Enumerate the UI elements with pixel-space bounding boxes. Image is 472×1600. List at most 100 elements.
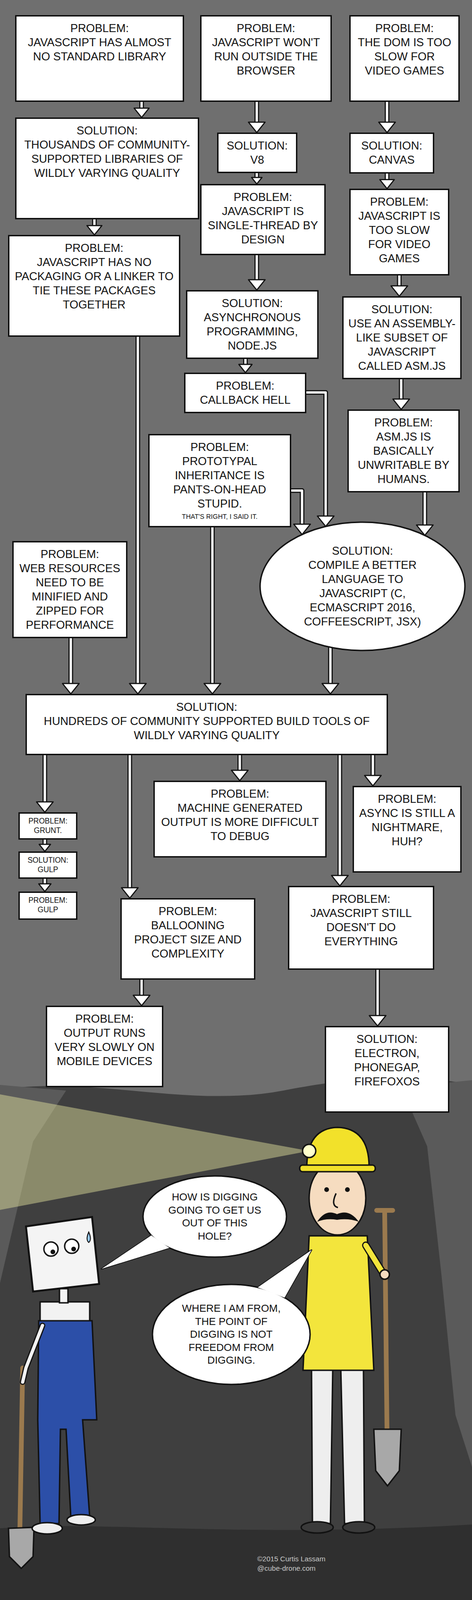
arrow-heads	[379, 179, 395, 189]
flow-arrow	[248, 255, 265, 291]
arrow-fill	[371, 755, 375, 777]
box-heading: PROBLEM:	[154, 440, 286, 455]
box-heading: SOLUTION:	[192, 296, 313, 311]
box-heading: SOLUTION:	[289, 544, 436, 559]
arrow-shaft	[137, 337, 139, 685]
arrow-outline	[422, 492, 428, 527]
box-heading: PROBLEM:	[18, 547, 122, 562]
box-heading: PROBLEM:	[51, 1012, 158, 1027]
arrow-fill	[128, 755, 132, 890]
arrow-heads	[331, 876, 348, 887]
arrow-outline	[68, 638, 74, 685]
arrow-head	[378, 122, 396, 133]
arrow-heads	[238, 364, 253, 373]
box-heading: SOLUTION:	[223, 138, 292, 153]
box-text: THAT'S RIGHT, I SAID IT.	[154, 513, 286, 522]
arm	[22, 1326, 43, 1383]
arm	[22, 1326, 43, 1383]
process-box: PROBLEM:OUTPUT RUNS VERY SLOWLY ON MOBIL…	[45, 1006, 164, 1088]
box-text: GULP	[22, 865, 74, 876]
process-box: SOLUTION:GULP	[18, 851, 78, 880]
arrow-fill	[386, 101, 389, 124]
arrow-head	[203, 683, 221, 695]
process-box: PROBLEM:THE DOM IS TOO SLOW FOR VIDEO GA…	[349, 15, 460, 102]
sweater	[303, 1236, 374, 1372]
process-box: SOLUTION:V8	[217, 132, 298, 174]
arrow-head	[134, 108, 150, 118]
arrow-head	[121, 888, 138, 899]
process-box: PROBLEM:CALLBACK HELL	[184, 372, 307, 414]
text-wrap: WHERE I AM FROM, THE POINT OF DIGGING IS…	[174, 1302, 288, 1368]
box-text: WHERE I AM FROM, THE POINT OF DIGGING IS…	[174, 1302, 288, 1368]
box-text: CALLBACK HELL	[190, 393, 301, 408]
arrow-fill	[69, 638, 73, 685]
arrow-heads	[231, 770, 248, 782]
arrow-heads	[39, 844, 51, 852]
process-box: PROBLEM:ASM.JS IS BASICALLY UNWRITABLE B…	[347, 409, 460, 493]
box-text: ELECTRON, PHONEGAP, FIREFOXOS	[330, 1046, 444, 1090]
box-text: COMPILE A BETTER LANGUAGE TO JAVASCRIPT …	[289, 558, 436, 630]
process-box: PROBLEM:PROTOTYPAL INHERITANCE IS PANTS-…	[148, 434, 292, 528]
eye	[345, 1188, 350, 1193]
ellipse-shape	[260, 522, 465, 651]
arrow-shaft	[330, 647, 331, 685]
arrow-shaft	[44, 755, 46, 804]
speech-bubble: WHERE I AM FROM, THE POINT OF DIGGING IS…	[151, 1283, 312, 1387]
arrow-head	[38, 884, 51, 893]
process-box: SOLUTION:CANVAS	[349, 132, 435, 174]
arrow-fill	[329, 647, 332, 685]
box-text: BALLOONING PROJECT SIZE AND COMPLEXITY	[126, 918, 250, 962]
leg	[340, 1368, 365, 1525]
arrow-outline	[42, 755, 48, 804]
process-box: SOLUTION:THOUSANDS OF COMMUNITY-SUPPORTE…	[15, 117, 200, 220]
box-text: GULP	[22, 905, 74, 916]
box-text: PROTOTYPAL INHERITANCE IS PANTS-ON-HEAD …	[154, 454, 286, 512]
arrow-fill	[43, 755, 47, 804]
mustache	[317, 1213, 359, 1223]
flow-arrow	[134, 101, 150, 118]
bubble-tail-fill	[101, 1236, 170, 1270]
hand	[379, 1270, 390, 1281]
pupil	[71, 1247, 76, 1253]
process-box: PROBLEM:BALLOONING PROJECT SIZE AND COMP…	[120, 898, 256, 981]
arrow-heads	[390, 286, 408, 297]
arrow-outline	[328, 647, 333, 685]
eye	[64, 1239, 79, 1255]
bubble-outline	[141, 1175, 288, 1260]
arrow-head	[251, 177, 262, 185]
arrow-fill	[291, 490, 303, 526]
flow-arrow	[306, 392, 335, 527]
arrow-fill	[211, 527, 214, 685]
arrow-fill	[255, 101, 259, 124]
solution-ellipse: SOLUTION:COMPILE A BETTER LANGUAGE TO JA…	[258, 521, 467, 653]
arrow-outline	[396, 275, 402, 287]
arm	[365, 1246, 384, 1275]
cave-wall	[401, 1080, 472, 1468]
box-text: HOW IS DIGGING GOING TO GET US OUT OF TH…	[164, 1191, 266, 1244]
arrow-head	[39, 844, 51, 852]
box-heading: PROBLEM:	[14, 241, 175, 256]
box-text: JAVASCRIPT IS SINGLE-THREAD BY DESIGN	[206, 204, 320, 247]
boot	[301, 1522, 334, 1534]
arrow-fill	[376, 970, 380, 1018]
box-text: THOUSANDS OF COMMUNITY-SUPPORTED LIBRARI…	[21, 137, 194, 181]
box-heading: SOLUTION:	[355, 138, 429, 153]
boot	[342, 1522, 375, 1534]
process-box: PROBLEM:ASYNC IS STILL A NIGHTMARE, HUH?	[352, 786, 462, 874]
arrow-shaft	[141, 980, 143, 997]
box-text: JAVASCRIPT IS TOO SLOW FOR VIDEO GAMES	[355, 209, 444, 266]
box-text: JAVASCRIPT HAS NO PACKAGING OR A LINKER …	[14, 255, 175, 312]
shovel-blade	[373, 1430, 402, 1487]
copyright-label: @cube-drone.com	[257, 1565, 316, 1574]
ellipse-shape	[152, 1285, 311, 1386]
arrow-outline	[384, 101, 390, 124]
flow-arrow	[416, 492, 433, 536]
arrow-fill	[255, 255, 259, 281]
flow-arrow	[291, 490, 311, 535]
flow-arrow	[203, 527, 221, 695]
arrow-shaft	[256, 255, 258, 281]
box-text: OUTPUT RUNS VERY SLOWLY ON MOBILE DEVICE…	[51, 1026, 158, 1070]
flow-arrow	[39, 840, 51, 852]
box-head	[25, 1217, 100, 1293]
